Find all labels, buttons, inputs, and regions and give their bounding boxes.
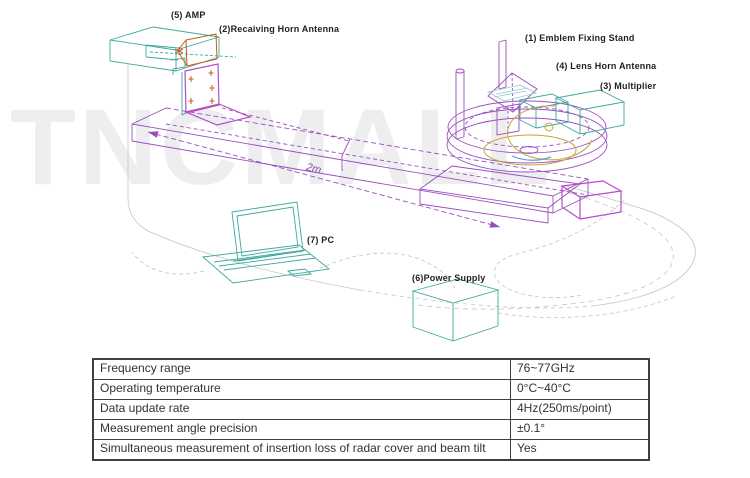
spec-value-cell: 4Hz(250ms/point) bbox=[510, 399, 650, 420]
rail-and-turntable bbox=[131, 39, 608, 228]
label-emblem-stand: (1) Emblem Fixing Stand bbox=[525, 33, 635, 43]
table-row: Operating temperature 0°C~40°C bbox=[92, 379, 650, 400]
measurement-setup-diagram: TNCMALL bbox=[10, 10, 696, 342]
wireframe-drawing bbox=[109, 26, 696, 342]
spec-value-cell: 0°C~40°C bbox=[510, 379, 650, 400]
spec-label-cell: Frequency range bbox=[92, 358, 511, 380]
label-multiplier: (3) Multiplier bbox=[600, 81, 657, 91]
label-lens-horn: (4) Lens Horn Antenna bbox=[556, 61, 657, 71]
spec-value-cell: ±0.1° bbox=[510, 419, 650, 440]
lens-plate bbox=[486, 84, 538, 102]
watermark-text: TNCMALL bbox=[10, 86, 553, 207]
label-receiving-horn: (2)Recaiving Horn Antenna bbox=[219, 24, 340, 34]
spec-label-cell: Data update rate bbox=[92, 399, 511, 420]
spec-value-cell: Yes bbox=[510, 438, 650, 461]
table-outline-and-cables bbox=[127, 64, 696, 318]
rail-dimension-line bbox=[147, 131, 501, 228]
spec-label-cell: Operating temperature bbox=[92, 379, 511, 400]
horn-and-screws bbox=[174, 33, 218, 104]
table-row: Data update rate 4Hz(250ms/point) bbox=[92, 399, 650, 420]
spec-value-cell: 76~77GHz bbox=[510, 358, 650, 380]
rail-end-box-and-plate bbox=[184, 63, 623, 220]
spec-label-cell: Simultaneous measurement of insertion lo… bbox=[92, 438, 511, 461]
turntable-dial bbox=[483, 105, 593, 166]
table-row: Simultaneous measurement of insertion lo… bbox=[92, 438, 650, 461]
angle-indicator-arc bbox=[511, 155, 552, 161]
label-pc: (7) PC bbox=[307, 235, 335, 245]
table-row: Measurement angle precision ±0.1° bbox=[92, 419, 650, 440]
label-power-supply: (6)Power Supply bbox=[412, 273, 486, 283]
spec-table: Frequency range 76~77GHz Operating tempe… bbox=[92, 358, 650, 461]
spec-label-cell: Measurement angle precision bbox=[92, 419, 511, 440]
teal-instruments bbox=[109, 26, 626, 342]
label-amp: (5) AMP bbox=[171, 10, 206, 20]
table-row: Frequency range 76~77GHz bbox=[92, 358, 650, 380]
